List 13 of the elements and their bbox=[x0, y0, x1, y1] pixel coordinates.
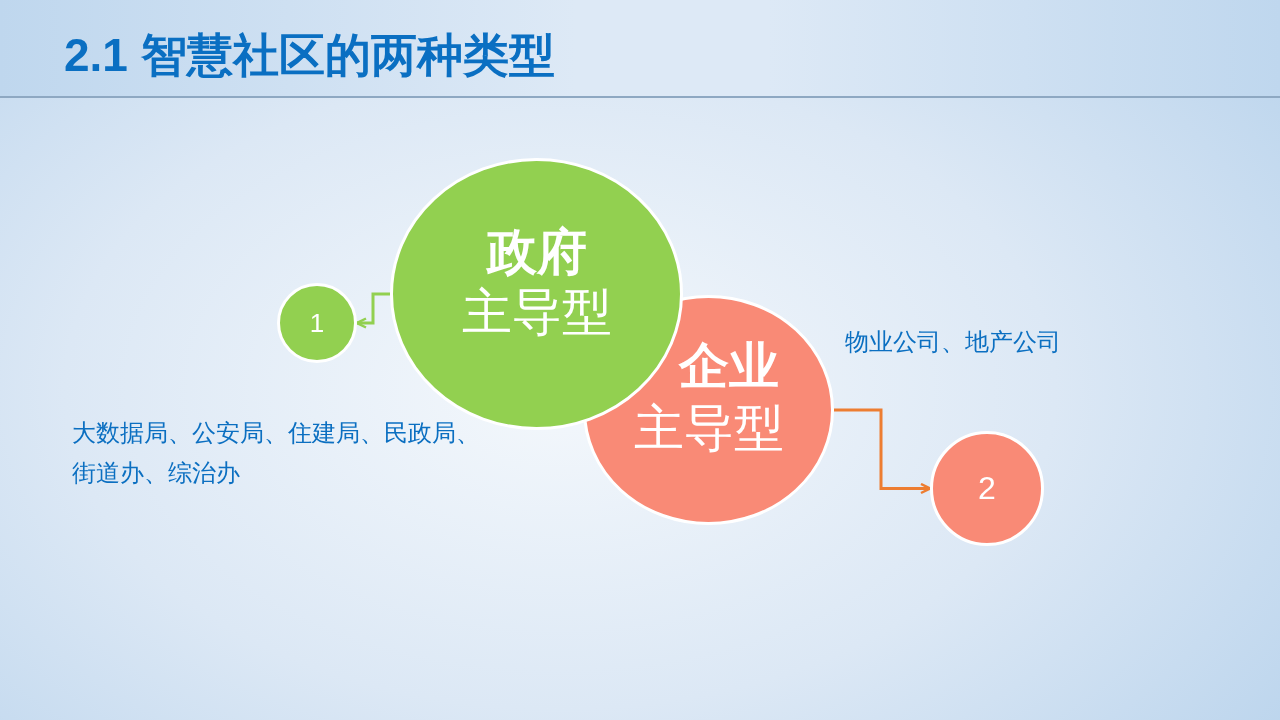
circle-heading: 政府 bbox=[486, 222, 587, 282]
number-circle bbox=[277, 283, 357, 363]
circle-number: 2 bbox=[978, 470, 996, 507]
number-circle bbox=[930, 431, 1044, 546]
elbow-arrow bbox=[834, 408, 932, 495]
circle-number: 1 bbox=[309, 308, 325, 338]
circle-heading: 企业 bbox=[678, 336, 779, 397]
description-text: 大数据局、公安局、住建局、民政局、街道办、综治办 bbox=[72, 419, 481, 488]
circle-subtitle: 主导型 bbox=[633, 398, 784, 459]
elbow-arrow bbox=[355, 292, 390, 329]
description-text: 物业公司、地产公司 bbox=[845, 328, 1061, 357]
circle-subtitle: 主导型 bbox=[461, 282, 612, 342]
slide-title: 2.1 智慧社区的两种类型 bbox=[64, 28, 555, 83]
